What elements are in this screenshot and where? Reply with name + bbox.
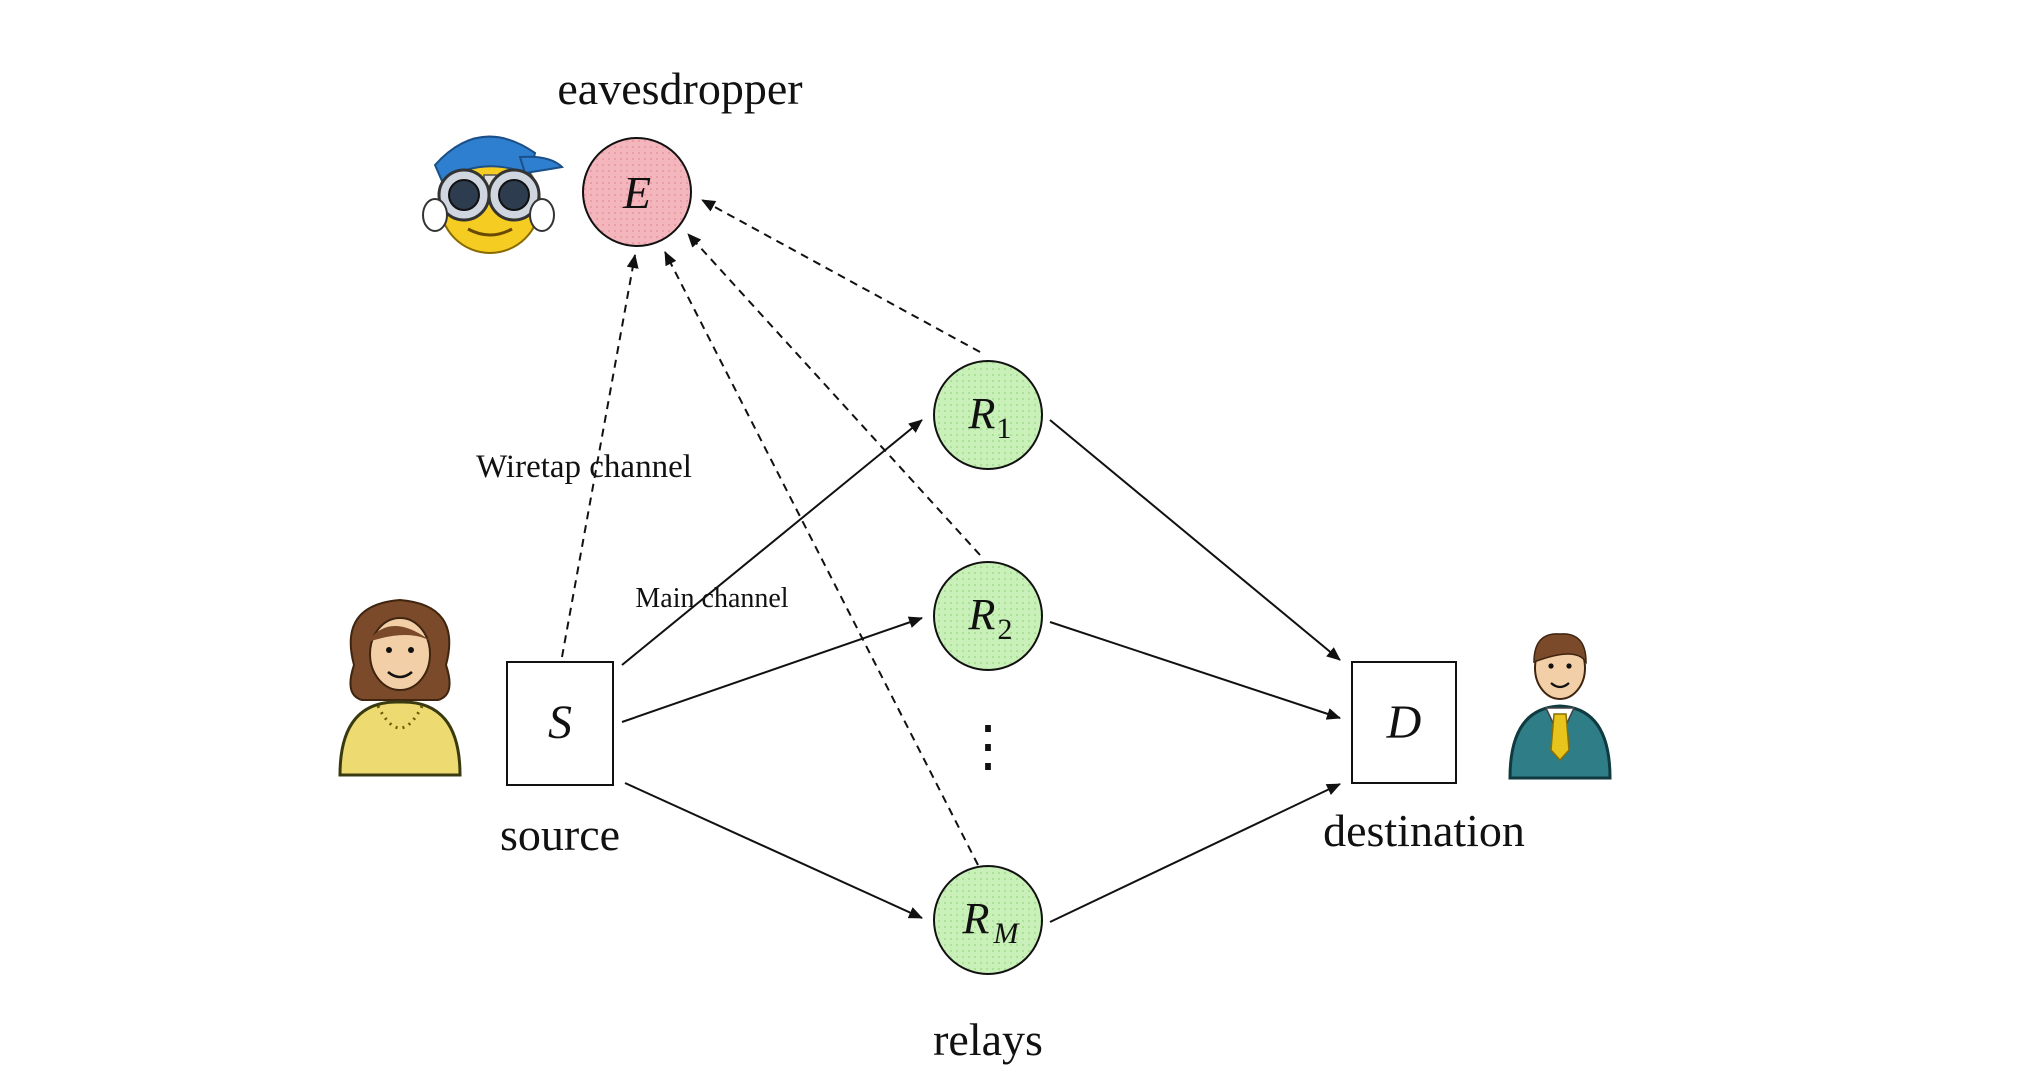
source-node: S (506, 661, 614, 786)
relay-m-letter: R (962, 894, 990, 943)
eavesdropper-node: E (582, 137, 692, 247)
main-channel-links (621, 419, 1341, 923)
source-label: source (500, 809, 620, 860)
destination-node-letter: D (1386, 696, 1422, 749)
relays-label: relays (933, 1014, 1043, 1065)
link-source-to-relay-2 (621, 616, 923, 723)
destination-label: destination (1323, 805, 1525, 856)
wiretap-relay-1-to-eavesdropper (701, 199, 981, 353)
eavesdropper-node-letter: E (622, 167, 651, 218)
man-avatar-icon (1508, 633, 1612, 780)
wiretap-relay-m-to-eavesdropper (664, 251, 979, 866)
link-source-to-relay-1 (621, 419, 923, 666)
main-channel-label: Main channel (635, 583, 788, 614)
link-relay-m-to-destination (1049, 783, 1341, 923)
relay-1-node: R 1 (933, 360, 1043, 470)
relay-2-node: R 2 (933, 561, 1043, 671)
wiretap-relay-2-to-eavesdropper (687, 233, 981, 556)
relay-m-subscript: M (993, 917, 1021, 950)
relay-1-letter: R (968, 389, 996, 438)
link-relay-2-to-destination (1049, 621, 1341, 720)
binoculars-smiley-icon (422, 135, 565, 254)
relay-1-subscript: 1 (997, 412, 1012, 445)
eavesdropper-label: eavesdropper (557, 63, 802, 114)
wiretap-channel-label: Wiretap channel (476, 449, 692, 485)
wiretap-links (561, 199, 981, 866)
link-relay-1-to-destination (1049, 419, 1341, 661)
source-node-letter: S (548, 696, 572, 749)
wiretap-source-to-eavesdropper (561, 254, 639, 658)
relay-2-subscript: 2 (998, 613, 1013, 646)
relay-ellipsis: ⋮ (960, 716, 1016, 778)
link-source-to-relay-m (624, 782, 923, 919)
relay-m-node: R M (933, 865, 1043, 975)
relay-2-letter: R (968, 590, 996, 639)
destination-node: D (1351, 661, 1457, 784)
woman-avatar-icon (338, 598, 462, 777)
